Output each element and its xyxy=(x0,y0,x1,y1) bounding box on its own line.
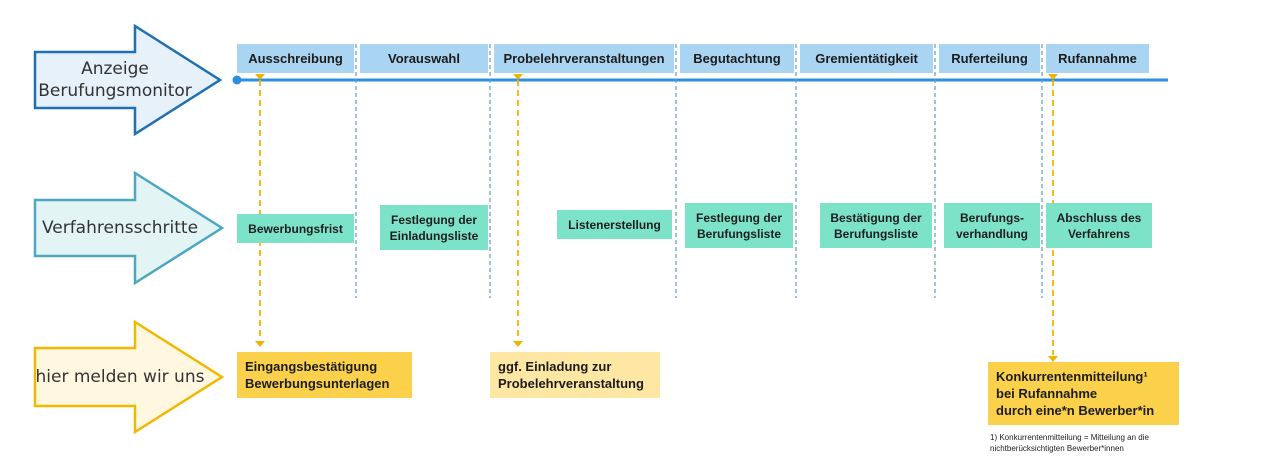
arrow-label-line: hier melden wir uns xyxy=(35,367,205,387)
melden-arrow xyxy=(33,319,225,435)
connector-arrowhead xyxy=(513,74,523,80)
contact-line: durch eine*n Bewerber*in xyxy=(996,403,1155,418)
step-line: Listenerstellung xyxy=(568,217,661,232)
arrow-label-verfahrensschritte: Verfahrensschritte xyxy=(35,217,205,239)
connector-arrowhead xyxy=(255,74,265,80)
arrow-label-berufungsmonitor: Anzeige Berufungsmonitor xyxy=(35,58,195,102)
step-festlegung-berufungsliste: Festlegung der Berufungsliste xyxy=(685,203,793,248)
timeline-start-dot xyxy=(232,75,242,85)
phase-ausschreibung: Ausschreibung xyxy=(237,44,354,73)
step-line: Berufungsliste xyxy=(833,226,918,241)
step-line: Berufungsliste xyxy=(696,226,781,241)
step-bestaetigung-berufungsliste: Bestätigung der Berufungsliste xyxy=(820,203,932,248)
connector-arrowhead xyxy=(513,341,523,347)
phase-begutachtung: Begutachtung xyxy=(680,44,794,73)
step-line: Bestätigung der xyxy=(830,210,922,225)
contact-line: bei Rufannahme xyxy=(996,386,1098,401)
footnote: 1) Konkurrentenmitteilung = Mitteilung a… xyxy=(990,432,1190,454)
phase-probelehrveranstaltungen: Probelehrveranstaltungen xyxy=(494,44,674,73)
phase-vorauswahl: Vorauswahl xyxy=(360,44,488,73)
arrow-label-line: Verfahrensschritte xyxy=(41,218,199,238)
phase-gremientaetigkeit: Gremientätigkeit xyxy=(800,44,933,73)
footnote-line: 1) Konkurrentenmitteilung = Mitteilung a… xyxy=(990,433,1149,442)
footnote-line: nichtberücksichtigten Bewerber*innen xyxy=(990,444,1124,453)
arrow-label-melden: hier melden wir uns xyxy=(35,366,205,388)
step-abschluss-verfahren: Abschluss des Verfahrens xyxy=(1046,203,1152,248)
step-bewerbungsfrist: Bewerbungsfrist xyxy=(237,214,354,243)
connector-arrowheads xyxy=(255,74,1058,362)
step-listenerstellung: Listenerstellung xyxy=(557,210,672,239)
contact-line: Eingangsbestätigung xyxy=(245,359,378,374)
berufungsmonitor-arrow xyxy=(33,23,223,137)
phase-dividers xyxy=(355,44,1043,298)
arrow-label-line: Anzeige xyxy=(81,59,149,79)
verfahrensschritte-arrow xyxy=(33,170,225,286)
arrow-label-line: Berufungsmonitor xyxy=(38,81,192,101)
step-line: Abschluss des xyxy=(1056,210,1142,225)
contact-line: ggf. Einladung zur xyxy=(498,359,612,374)
step-line: verhandlung xyxy=(955,226,1028,241)
connector-arrowhead xyxy=(1048,74,1058,80)
step-line: Bewerbungsfrist xyxy=(248,221,343,236)
step-line: Festlegung der xyxy=(695,210,782,225)
connector-arrowhead xyxy=(255,341,265,347)
step-berufungsverhandlung: Berufungs- verhandlung xyxy=(944,203,1040,248)
contact-line: Probelehrveranstaltung xyxy=(498,376,644,391)
step-line: Verfahrens xyxy=(1067,226,1131,241)
contact-connectors xyxy=(259,80,1054,355)
step-line: Festlegung der xyxy=(390,212,477,227)
step-line: Berufungs- xyxy=(960,210,1024,225)
step-festlegung-einladungsliste: Festlegung der Einladungsliste xyxy=(380,205,488,250)
contact-eingangsbestaetigung: Eingangsbestätigung Bewerbungsunterlagen xyxy=(237,352,412,398)
step-line: Einladungsliste xyxy=(389,228,479,243)
contact-line: Bewerbungsunterlagen xyxy=(245,376,390,391)
phase-rufannahme: Rufannahme xyxy=(1046,44,1149,73)
contact-konkurrentenmitteilung: Konkurrentenmitteilung¹ bei Rufannahme d… xyxy=(988,362,1179,425)
connector-arrowhead xyxy=(1048,356,1058,362)
contact-einladung-probelehrveranstaltung: ggf. Einladung zur Probelehrveranstaltun… xyxy=(490,352,660,398)
contact-line: Konkurrentenmitteilung¹ xyxy=(996,369,1148,384)
phase-ruferteilung: Ruferteilung xyxy=(939,44,1040,73)
